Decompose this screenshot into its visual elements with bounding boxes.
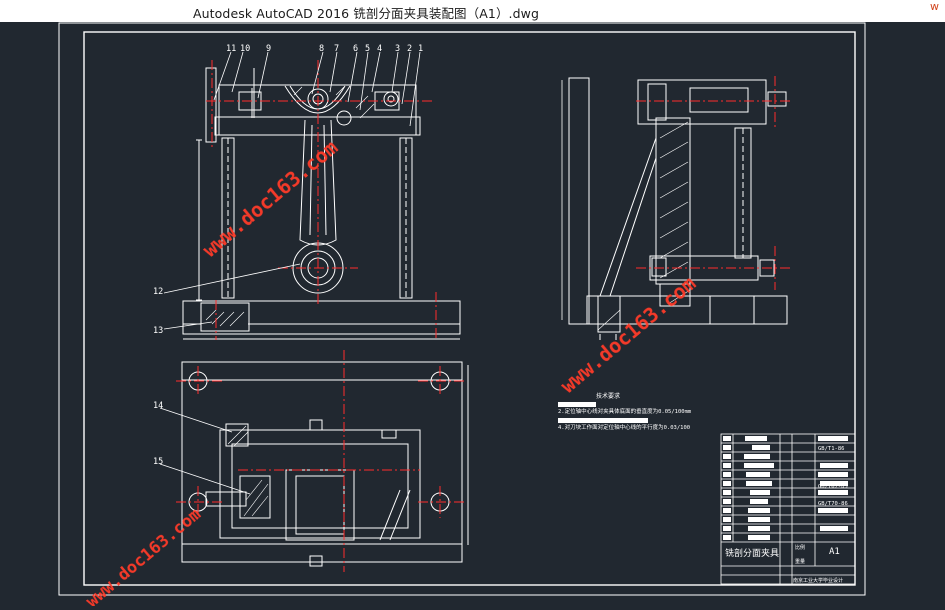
part-no-4: 4 <box>377 44 382 54</box>
standard-label-3: GB/T70-86 <box>818 501 848 507</box>
part-no-15: 15 <box>153 457 163 467</box>
technical-requirements: 技术要求 2.定位轴中心线对夹具体底面的垂直度为0.05/100mm 4.对刀块… <box>558 392 692 431</box>
front-view-hatch <box>205 86 375 327</box>
part-no-12: 12 <box>153 287 163 297</box>
part-no-8: 8 <box>319 44 324 54</box>
drawing-canvas[interactable]: 11 10 9 8 7 6 5 4 3 2 1 12 13 14 15 <box>0 22 945 610</box>
sheet-border <box>58 22 866 596</box>
part-no-9: 9 <box>266 44 271 54</box>
plan-view-hatch <box>227 425 269 517</box>
tech-req-heading: 技术要求 <box>596 392 620 400</box>
part-no-2: 2 <box>407 44 412 54</box>
watermark-2: www.doc163.com <box>556 271 701 398</box>
part-number-labels-top: 11 10 9 8 7 6 5 4 3 2 1 <box>226 44 423 54</box>
front-view-centerlines <box>206 60 437 340</box>
title-block <box>720 433 856 585</box>
leader-lines-plan <box>159 407 251 495</box>
sheet-size: A1 <box>829 547 840 557</box>
part-no-10: 10 <box>240 44 250 54</box>
school-name: 南京工业大学毕业设计 <box>793 577 843 584</box>
leader-lines-front <box>163 51 421 330</box>
title-bar: Autodesk AutoCAD 2016 铣剖分面夹具装配图（A1）.dwg … <box>0 0 945 22</box>
window-title: Autodesk AutoCAD 2016 铣剖分面夹具装配图（A1）.dwg <box>193 6 540 21</box>
side-view-centerlines <box>636 76 792 290</box>
title-block-fills <box>723 436 848 540</box>
plan-view <box>181 361 469 567</box>
standard-label-2: GB/T67-85 <box>818 484 848 490</box>
corner-watermark: w <box>930 0 939 13</box>
weight-label: 重量 <box>795 558 805 565</box>
title-block-text: GB/T1-86 GB/T67-85 GB/T70-86 铣剖分面夹具 A1 南… <box>725 446 848 584</box>
watermark-3: www.doc163.com <box>82 504 205 606</box>
standard-label-1: GB/T1-86 <box>818 446 845 452</box>
part-no-14: 14 <box>153 401 163 411</box>
tech-req-line-2: 2.定位轴中心线对夹具体底面的垂直度为0.05/100mm <box>558 407 692 415</box>
part-no-6: 6 <box>353 44 358 54</box>
plan-view-centerlines <box>176 350 464 572</box>
drawing-name: 铣剖分面夹具 <box>725 547 779 559</box>
part-no-1: 1 <box>418 44 423 54</box>
part-no-7: 7 <box>334 44 339 54</box>
part-no-13: 13 <box>153 326 163 336</box>
part-no-5: 5 <box>365 44 370 54</box>
side-view-hatch <box>597 121 691 331</box>
part-no-11: 11 <box>226 44 236 54</box>
part-no-3: 3 <box>395 44 400 54</box>
front-view <box>182 67 461 340</box>
scale-label: 比例 <box>795 544 805 551</box>
tech-req-line-4: 4.对刀块工作面对定位轴中心线的平行度为0.03/100 <box>558 423 690 431</box>
part-number-labels-left: 12 13 14 15 <box>153 287 163 467</box>
